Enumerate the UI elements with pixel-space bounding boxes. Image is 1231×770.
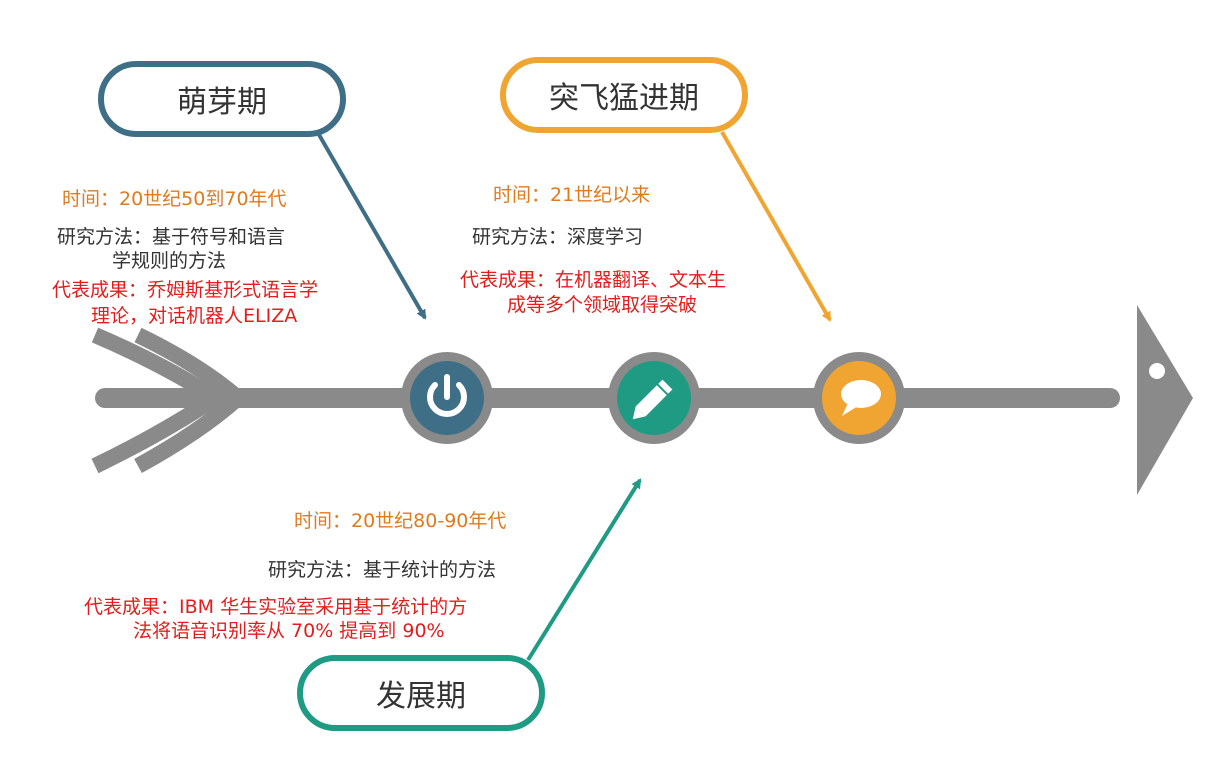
stage-name-leap: 突飞猛进期: [549, 81, 699, 116]
stage-label-develop: 发展期: [297, 655, 545, 731]
stage-result-sprout-line1: 代表成果：乔姆斯基形式语言学: [52, 279, 319, 301]
pencil-icon: [632, 379, 673, 420]
stage-result-leap-line2: 成等多个领域取得突破: [507, 294, 698, 316]
stage-time-leap: 时间：21世纪以来: [493, 184, 651, 206]
speech-bubble-icon: [841, 380, 881, 416]
connector-arrow-leap: [720, 131, 832, 322]
stage-result-leap-line1: 代表成果：在机器翻译、文本生: [460, 269, 727, 291]
axis-arrowhead: [1137, 305, 1193, 495]
stage-result-sprout-line2: 理论，对话机器人ELIZA: [91, 305, 298, 327]
stage-method-sprout-line2: 学规则的方法: [112, 250, 227, 272]
stage-time-sprout: 时间：20世纪50到70年代: [62, 188, 287, 210]
stage-label-leap: 突飞猛进期: [500, 57, 748, 133]
stage-result-develop-line2: 法将语音识别率从 70% 提高到 90%: [133, 620, 445, 642]
stage-time-develop: 时间：20世纪80-90年代: [294, 510, 507, 532]
stage-method-sprout-line1: 研究方法：基于符号和语言: [57, 226, 286, 248]
stage-result-develop-line1: 代表成果：IBM 华生实验室采用基于统计的方: [84, 596, 468, 618]
stage-name-sprout: 萌芽期: [177, 85, 267, 120]
stage-node-develop: [608, 352, 700, 444]
stage-name-develop: 发展期: [376, 679, 466, 714]
connector-arrow-sprout: [316, 131, 427, 320]
stage-label-sprout: 萌芽期: [98, 61, 346, 137]
stage-node-sprout: [401, 352, 493, 444]
stage-method-leap: 研究方法：深度学习: [472, 226, 644, 248]
connector-arrow-develop: [526, 478, 642, 662]
stage-method-develop: 研究方法：基于统计的方法: [268, 559, 497, 581]
power-icon: [427, 374, 467, 418]
stage-node-leap: [813, 352, 905, 444]
